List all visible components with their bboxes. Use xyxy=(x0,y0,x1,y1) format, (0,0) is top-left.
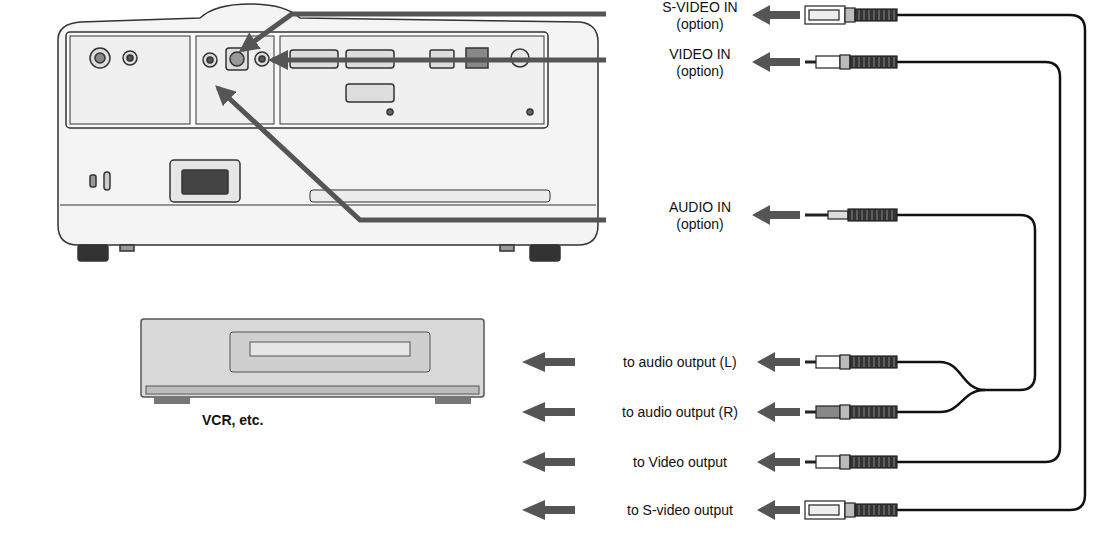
grip-ridge xyxy=(879,10,880,20)
grip-ridge xyxy=(874,10,875,20)
rca-plug xyxy=(805,55,897,69)
port-label: AUDIO IN (option) xyxy=(648,199,752,233)
grip-ridge xyxy=(859,57,860,67)
grip-ridge xyxy=(869,457,870,467)
leader-arrow xyxy=(218,14,606,220)
grip-ridge xyxy=(874,505,875,515)
grip-ridge xyxy=(889,10,890,20)
grip-ridge xyxy=(864,357,865,367)
grip-ridge xyxy=(894,457,895,467)
grip-ridge xyxy=(869,10,870,20)
grip-ridge xyxy=(889,57,890,67)
grip-ridge xyxy=(869,57,870,67)
grip-ridge xyxy=(872,210,873,220)
grip-ridge xyxy=(859,407,860,417)
grip-ridge xyxy=(889,505,890,515)
grip-ridge xyxy=(879,505,880,515)
grip-ridge xyxy=(854,457,855,467)
mini-plug xyxy=(805,209,897,221)
output-label: to audio output (R) xyxy=(622,404,738,421)
grip-ridge xyxy=(862,210,863,220)
grip-ridge xyxy=(859,10,860,20)
grip-ridge xyxy=(879,407,880,417)
grip-ridge xyxy=(869,505,870,515)
rca-plug xyxy=(805,455,897,469)
grip-ridge xyxy=(879,57,880,67)
rca-plug xyxy=(805,405,897,419)
grip-ridge xyxy=(889,357,890,367)
grip-ridge xyxy=(869,357,870,367)
grip-ridge xyxy=(864,10,865,20)
plug-group xyxy=(805,6,897,519)
grip-ridge xyxy=(884,457,885,467)
grip-ridge xyxy=(864,407,865,417)
grip-ridge xyxy=(854,407,855,417)
grip-ridge xyxy=(854,57,855,67)
grip-ridge xyxy=(867,210,868,220)
grip-ridge xyxy=(894,407,895,417)
svideo-plug xyxy=(805,501,897,519)
output-label: to audio output (L) xyxy=(623,354,737,371)
grip-ridge xyxy=(882,210,883,220)
grip-ridge xyxy=(884,407,885,417)
grip-ridge xyxy=(889,407,890,417)
device-label: VCR, etc. xyxy=(202,412,263,428)
port-label: VIDEO IN (option) xyxy=(648,46,752,80)
output-label: to Video output xyxy=(633,454,727,471)
vcr-outline xyxy=(140,318,485,406)
grip-ridge xyxy=(854,357,855,367)
output-label: to S-video output xyxy=(627,502,733,519)
grip-ridge xyxy=(852,210,853,220)
grip-ridge xyxy=(884,57,885,67)
grip-ridge xyxy=(859,457,860,467)
grip-ridge xyxy=(874,357,875,367)
grip-ridge xyxy=(874,57,875,67)
grip-ridge xyxy=(859,505,860,515)
device-box: VCR, etc. xyxy=(140,318,485,406)
grip-ridge xyxy=(879,357,880,367)
svideo-plug xyxy=(805,6,897,24)
direction-arrow xyxy=(522,5,800,520)
grip-ridge xyxy=(874,457,875,467)
grip-ridge xyxy=(894,357,895,367)
grip-ridge xyxy=(894,10,895,20)
cable xyxy=(895,15,1085,510)
grip-ridge xyxy=(864,57,865,67)
grip-ridge xyxy=(879,457,880,467)
grip-ridge xyxy=(889,457,890,467)
grip-ridge xyxy=(864,505,865,515)
grip-ridge xyxy=(887,210,888,220)
grip-ridge xyxy=(857,210,858,220)
rca-plug xyxy=(805,355,897,369)
grip-ridge xyxy=(884,10,885,20)
grip-ridge xyxy=(884,357,885,367)
grip-ridge xyxy=(884,505,885,515)
grip-ridge xyxy=(894,57,895,67)
grip-ridge xyxy=(864,457,865,467)
grip-ridge xyxy=(877,210,878,220)
grip-ridge xyxy=(869,407,870,417)
grip-ridge xyxy=(894,505,895,515)
port-label: S-VIDEO IN (option) xyxy=(648,0,752,33)
grip-ridge xyxy=(859,357,860,367)
grip-ridge xyxy=(892,210,893,220)
grip-ridge xyxy=(874,407,875,417)
